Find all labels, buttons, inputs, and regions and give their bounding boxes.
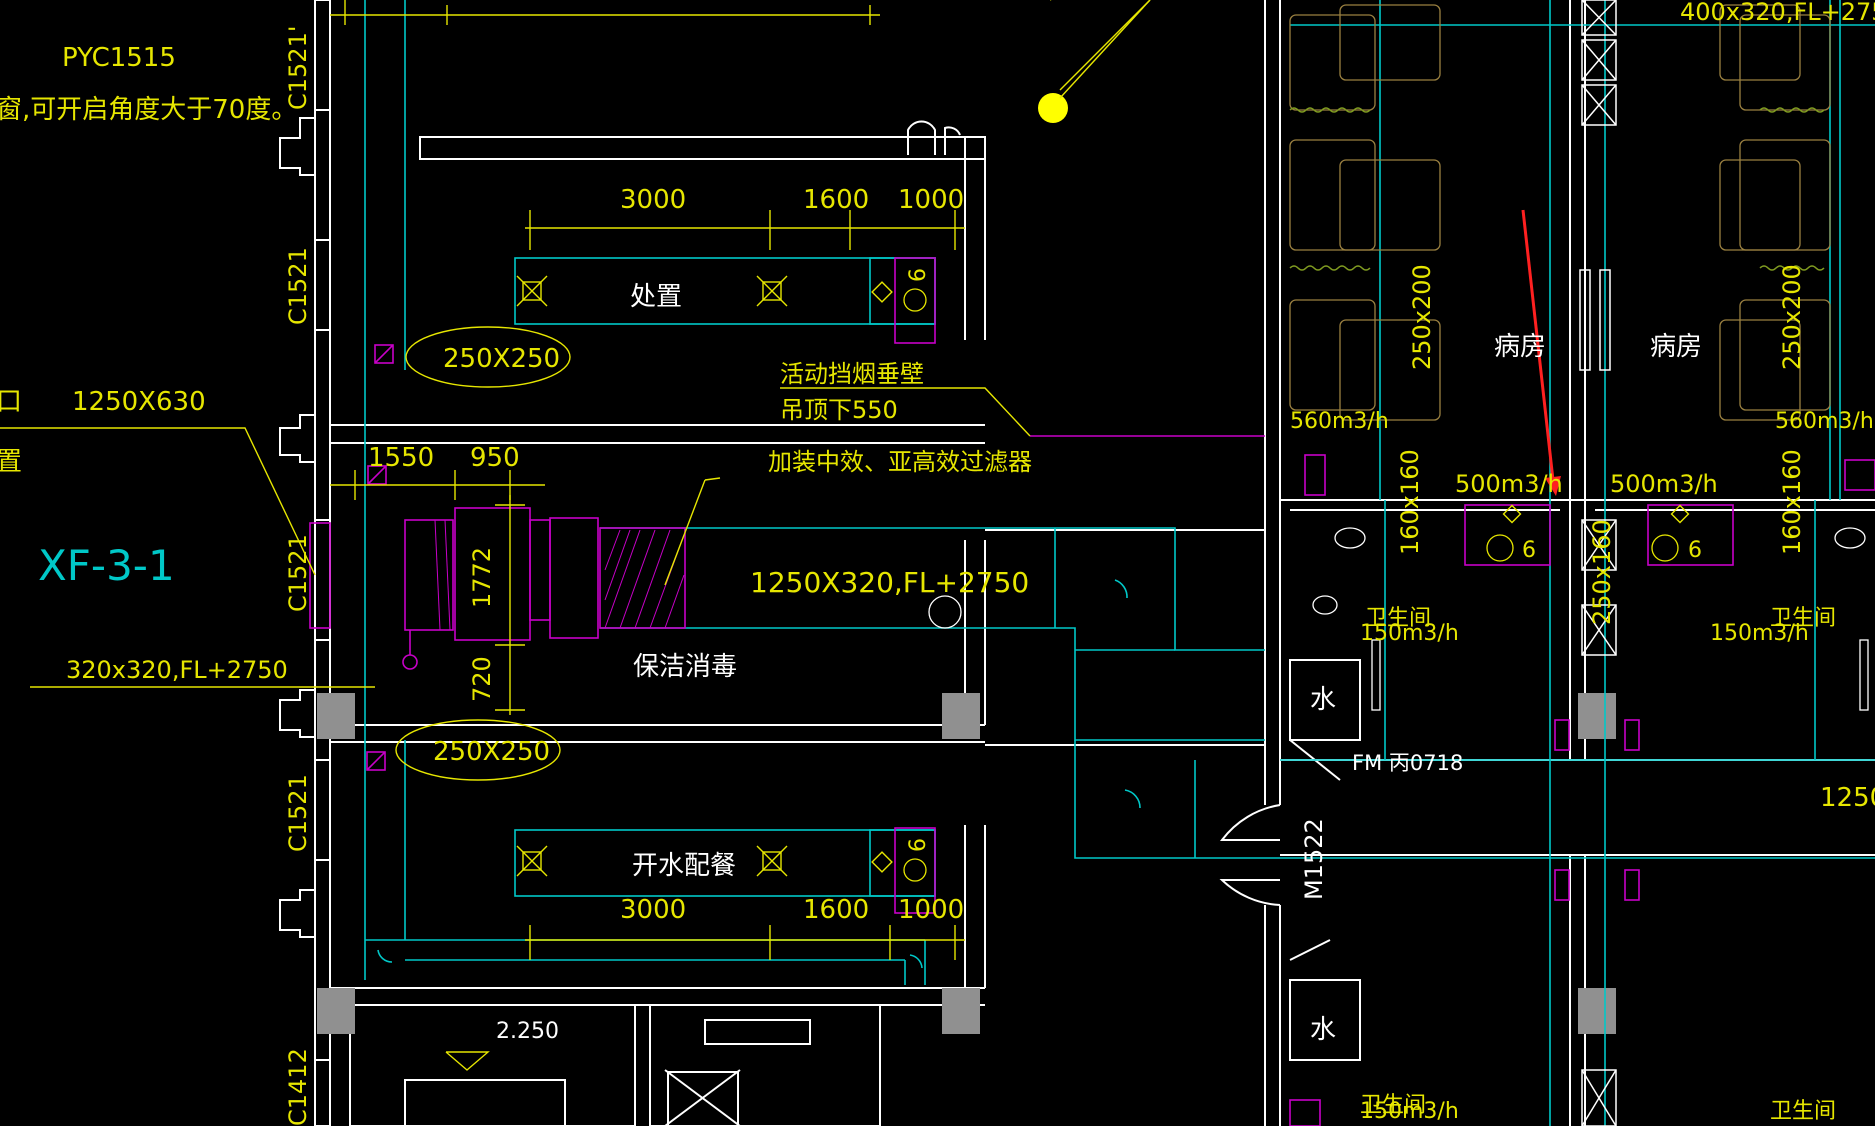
dim-720: 720 <box>468 656 496 702</box>
vent-size-bottom: 250X250 <box>433 737 550 767</box>
duct-250x160: 250x160 <box>1588 519 1616 625</box>
equipment <box>309 257 1875 1126</box>
filter-note: 加装中效、亚高效过滤器 <box>768 448 1032 476</box>
airflow-500-right: 500m3/h <box>1610 470 1718 498</box>
airflow-150-b: 150m3/h <box>1710 621 1809 646</box>
duct-1250x320: 1250X320,FL+2750 <box>750 566 1029 599</box>
filter-hatch <box>434 519 685 631</box>
dim-3000-top: 3000 <box>620 185 686 215</box>
pointer-leader <box>1059 0 1151 99</box>
duct-160x160-right: 160x160 <box>1778 449 1806 555</box>
smoke-barrier-note-2: 吊顶下550 <box>780 396 898 424</box>
zhi-label: 置 <box>0 447 22 477</box>
diffuser-symbols <box>516 275 1690 877</box>
kou-label: 口 <box>0 387 22 417</box>
dimension-lines <box>0 0 1151 1071</box>
duct-250x200-right: 250x200 <box>1778 264 1806 370</box>
dim-1000-top: 1000 <box>898 185 964 215</box>
duct-main-size: 1250X630 <box>72 387 206 417</box>
ward-left: 病房 <box>1494 332 1546 362</box>
fan-circles <box>903 288 1679 882</box>
dim-3000-bot: 3000 <box>620 895 686 925</box>
toilet-label-a: 卫生间 <box>1365 606 1431 631</box>
fan-number-right-a: 6 <box>1522 538 1536 563</box>
fan-number-top: 6 <box>906 268 931 282</box>
airflow-150-a: 150m3/h <box>1360 621 1459 646</box>
airflow-560-right: 560m3/h <box>1775 409 1874 434</box>
toilet-fixtures <box>928 527 1869 711</box>
duct-320-size: 320x320,FL+2750 <box>66 656 288 684</box>
room-chuzhi: 处置 <box>630 282 682 312</box>
dim-1600-bot: 1600 <box>803 895 869 925</box>
room-kaishui: 开水配餐 <box>632 851 736 881</box>
window-note: 窗,可开启角度大于70度。 <box>0 95 297 125</box>
airflow-500-left: 500m3/h <box>1455 470 1563 498</box>
toilet-label-b: 卫生间 <box>1770 606 1836 631</box>
pointer-dot <box>1038 93 1068 123</box>
vent-size-top: 250X250 <box>443 344 560 374</box>
airflow-150-c: 150m3/h <box>1360 1099 1459 1124</box>
duct-250x200-left: 250x200 <box>1408 264 1436 370</box>
dim-1000-bot: 1000 <box>898 895 964 925</box>
ward-right: 病房 <box>1650 332 1702 362</box>
dim-1250-right: 1250 <box>1820 783 1875 813</box>
unit-tag: XF-3-1 <box>38 541 175 590</box>
fan-number-right-b: 6 <box>1688 538 1702 563</box>
duct-160x160-left: 160x160 <box>1396 449 1424 555</box>
curtain-rails <box>1289 107 1825 271</box>
duct-top-right: 400x320,FL+2750 <box>1680 0 1875 26</box>
window-c1521-d: C1521 <box>284 774 312 852</box>
fan-number-mid: 6 <box>906 838 931 852</box>
door-m1522: M1522 <box>1300 818 1328 900</box>
window-c1521-c: C1521 <box>284 534 312 612</box>
window-type-label: PYC1515 <box>62 43 176 73</box>
door-fm: FM 丙0718 <box>1352 751 1463 775</box>
dim-950: 950 <box>470 443 520 473</box>
columns <box>317 693 1616 1034</box>
window-c1412: C1412 <box>284 1048 312 1126</box>
toilet-label-d: 卫生间 <box>1770 1099 1836 1124</box>
airflow-560-left: 560m3/h <box>1290 409 1389 434</box>
dim-1550: 1550 <box>368 443 434 473</box>
red-annotation-arrow <box>1521 209 1561 496</box>
water-a: 水 <box>1310 685 1336 715</box>
level-2250: 2.250 <box>496 1019 559 1044</box>
water-b: 水 <box>1310 1015 1336 1045</box>
furniture-beds <box>1289 4 1831 421</box>
window-c1521-a: C1521' <box>284 26 312 110</box>
dim-1772: 1772 <box>468 547 496 608</box>
toilet-label-c: 卫生间 <box>1360 1093 1426 1118</box>
room-baojie: 保洁消毒 <box>633 652 737 682</box>
window-c1521-b: C1521 <box>284 247 312 325</box>
smoke-barrier-note-1: 活动挡烟垂壁 <box>780 360 924 388</box>
shaft-boxes <box>1579 0 1617 1126</box>
dim-1600-top: 1600 <box>803 185 869 215</box>
